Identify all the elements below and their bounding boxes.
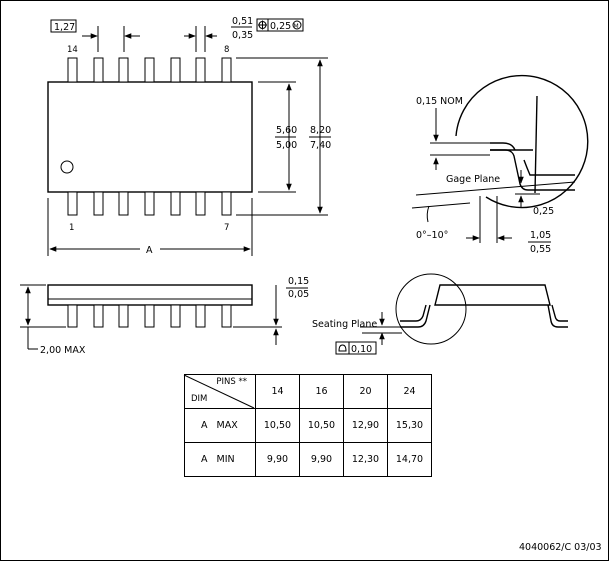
table-row: A MAX 10,50 10,50 12,90 15,30 [184,408,432,443]
table-cell: 10,50 [299,408,344,443]
pin-14-label: 14 [67,45,78,55]
overall-width-max: 8,20 [310,125,331,136]
side-pins [67,304,232,328]
bottom-pins [67,191,232,216]
dimension-table: PINS ** DIM 14 16 20 24 A MAX 10,50 10,5… [184,374,432,477]
position-tolerance-value: 0,25 [270,21,291,32]
pin-8-label: 8 [224,45,229,55]
top-pins [67,57,232,83]
table-corner-cell: PINS ** DIM [184,374,256,409]
table-cell: 12,90 [343,408,388,443]
coplanarity-value: 0,10 [351,344,372,355]
package-body [47,81,253,193]
side-detail-view: Seating Plane 0,10 [312,273,568,355]
row-label-a-max: A MAX [201,420,238,431]
seating-plane-label: Seating Plane [312,319,377,330]
pitch-label: 1,27 [54,22,75,33]
pin1-indicator [60,160,74,174]
table-cell: 9,90 [255,442,300,477]
standoff-min: 0,05 [288,289,309,300]
pitch-frame [50,19,77,33]
table-header-row: PINS ** DIM 14 16 20 24 [184,374,432,409]
pins-header: PINS ** [216,377,247,387]
foot-length-min: 0,55 [530,244,551,255]
gage-plane-label: Gage Plane [446,174,500,185]
table-cell: 15,30 [387,408,432,443]
body-width-max: 5,60 [276,125,297,136]
overall-width-min: 7,40 [310,140,331,151]
angle-label: 0°–10° [416,230,448,241]
detail-view: 0,15 NOM Gage Plane 0,25 0°–10° 1,05 0,5… [411,74,589,255]
table-cell: 14,70 [387,442,432,477]
position-tolerance-frame: 0,25 M [256,18,304,32]
length-label: A [146,245,153,256]
foot-length-max: 1,05 [530,230,551,241]
table-cell: 12,30 [343,442,388,477]
col-header-24: 24 [387,374,432,409]
top-view: 14 8 1 7 1,27 0,51 0,35 0,25 M [47,16,331,256]
col-header-14: 14 [255,374,300,409]
col-header-20: 20 [343,374,388,409]
pin-1-label: 1 [69,223,74,233]
lead-width-min: 0,35 [232,30,253,41]
gage-offset-label: 0,25 [533,206,554,217]
side-body [47,284,253,306]
dim-header: DIM [191,394,208,404]
lead-width-max: 0,51 [232,16,253,27]
table-cell: 10,50 [255,408,300,443]
pin-7-label: 7 [224,223,229,233]
row-label-a-min: A MIN [201,454,235,465]
table-cell: 9,90 [299,442,344,477]
body-width-min: 5,00 [276,140,297,151]
coplanarity-frame: 0,10 [335,341,377,355]
document-id: 4040062/C 03/03 [519,542,602,553]
col-header-16: 16 [299,374,344,409]
nom-thickness-label: 0,15 NOM [416,96,463,107]
modifier-symbol: M [294,23,299,30]
standoff-max: 0,15 [288,276,309,287]
table-row: A MIN 9,90 9,90 12,30 14,70 [184,442,432,477]
height-max-label: 2,00 MAX [40,345,86,356]
side-view: 2,00 MAX 0,15 0,05 [20,276,309,356]
